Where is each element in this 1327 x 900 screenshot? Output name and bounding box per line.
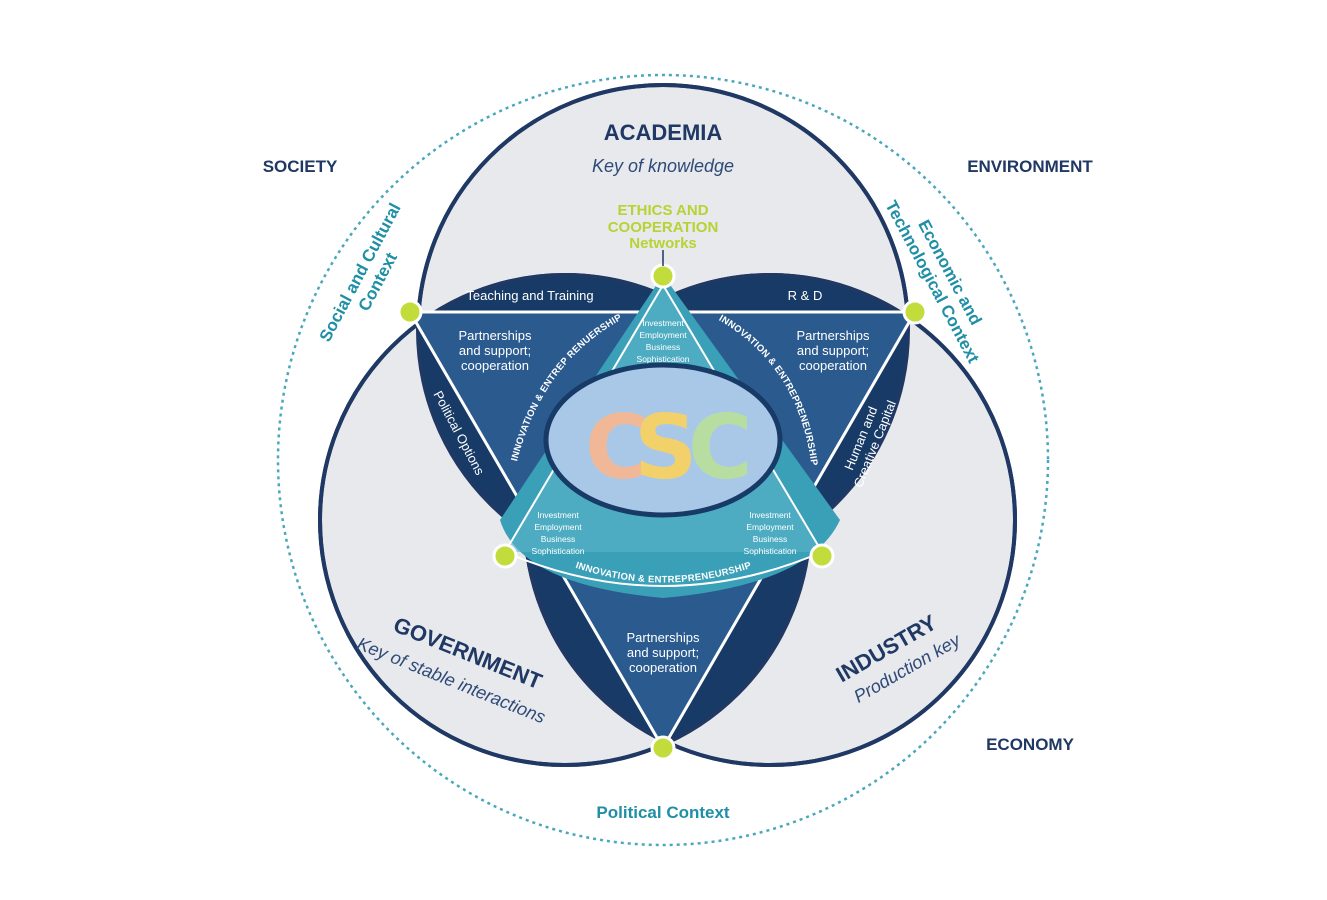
svg-text:Employment: Employment xyxy=(534,522,582,532)
ethics-line3: Networks xyxy=(629,235,697,252)
svg-text:Investment: Investment xyxy=(537,510,579,520)
node-top xyxy=(650,263,676,289)
academia-title: ACADEMIA xyxy=(604,120,723,145)
svg-text:Business: Business xyxy=(646,342,681,352)
environment-label: ENVIRONMENT xyxy=(967,157,1093,176)
svg-text:Sophistication: Sophistication xyxy=(637,354,690,364)
outer-context-ring xyxy=(276,73,1050,847)
investment-right: Investment Employment Business Sophistic… xyxy=(744,510,797,556)
svg-text:Business: Business xyxy=(753,534,788,544)
ethics-line2: COOPERATION xyxy=(608,219,719,236)
node-bottom-left xyxy=(492,543,518,569)
network-nodes xyxy=(397,263,928,761)
partnerships-left: Partnerships and support; cooperation xyxy=(459,328,532,373)
academia-subtitle: Key of knowledge xyxy=(592,156,734,176)
csc-letter-s: S xyxy=(634,396,697,499)
node-top-left xyxy=(397,299,423,325)
partnerships-right: Partnerships and support; cooperation xyxy=(797,328,870,373)
partnerships-bottom: Partnerships and support; cooperation xyxy=(627,630,700,675)
svg-text:and support;: and support; xyxy=(459,343,531,358)
svg-text:Partnerships: Partnerships xyxy=(459,328,532,343)
economy-label: ECONOMY xyxy=(986,735,1075,754)
node-top-right xyxy=(902,299,928,325)
node-bottom-right xyxy=(809,543,835,569)
teaching-training-label: Teaching and Training xyxy=(466,288,593,303)
svg-text:cooperation: cooperation xyxy=(461,358,529,373)
ethics-line1: ETHICS AND xyxy=(617,202,708,219)
svg-text:Sophistication: Sophistication xyxy=(744,546,797,556)
csc-ellipse xyxy=(543,362,783,518)
investment-left: Investment Employment Business Sophistic… xyxy=(532,510,585,556)
node-bottom xyxy=(650,735,676,761)
rd-label: R & D xyxy=(788,288,823,303)
investment-top: Investment Employment Business Sophistic… xyxy=(637,318,690,364)
svg-text:Employment: Employment xyxy=(746,522,794,532)
society-label: SOCIETY xyxy=(263,157,338,176)
svg-text:Investment: Investment xyxy=(749,510,791,520)
svg-text:Employment: Employment xyxy=(639,330,687,340)
svg-text:Partnerships: Partnerships xyxy=(797,328,870,343)
svg-text:Investment: Investment xyxy=(642,318,684,328)
svg-text:and support;: and support; xyxy=(797,343,869,358)
svg-text:cooperation: cooperation xyxy=(629,660,697,675)
csc-letter-c1: C xyxy=(585,396,650,499)
csc-letter-c2: C xyxy=(688,396,753,499)
svg-text:Partnerships: Partnerships xyxy=(627,630,700,645)
svg-text:and support;: and support; xyxy=(627,645,699,660)
political-context-label: Political Context xyxy=(596,803,730,822)
svg-text:Business: Business xyxy=(541,534,576,544)
svg-text:cooperation: cooperation xyxy=(799,358,867,373)
svg-text:Sophistication: Sophistication xyxy=(532,546,585,556)
